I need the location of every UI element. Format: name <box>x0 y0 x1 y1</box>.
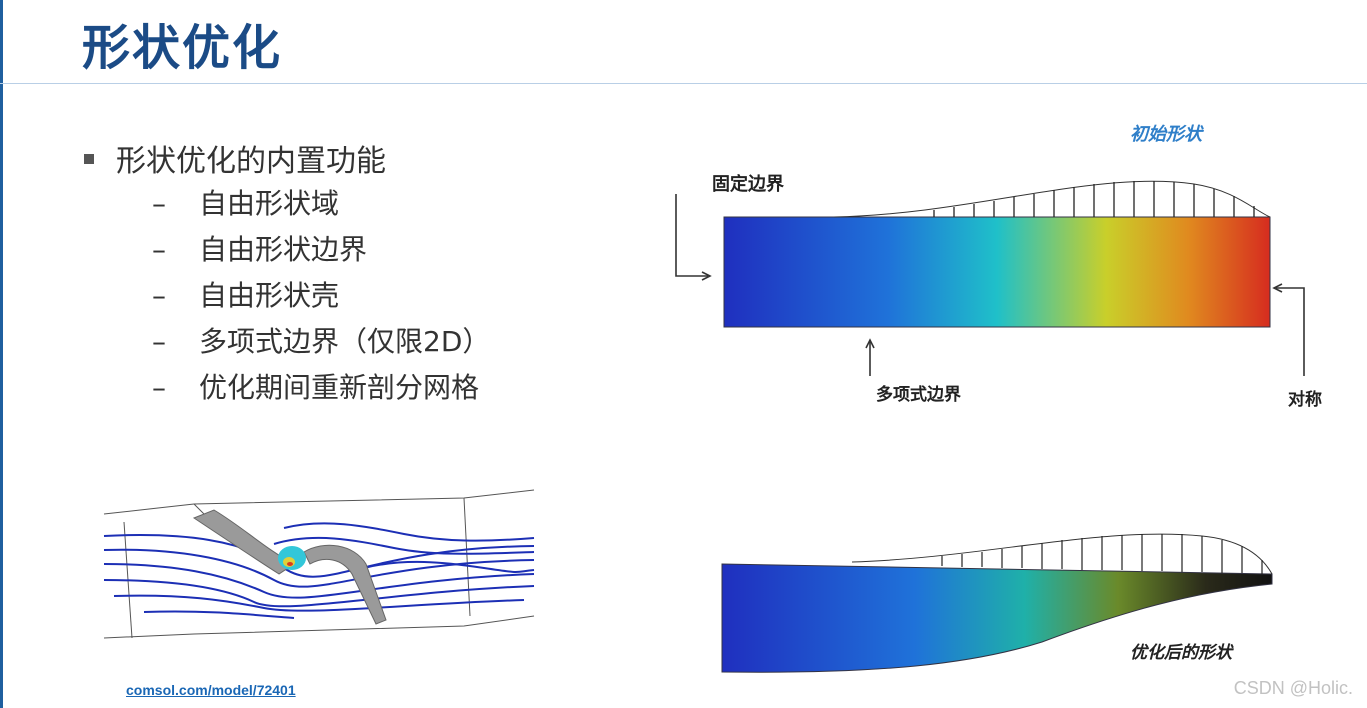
initial-shape-diagram <box>675 180 1305 376</box>
main-bullet-text: 形状优化的内置功能 <box>116 144 386 179</box>
main-bullet: 形状优化的内置功能 <box>84 136 386 180</box>
dash-icon: – <box>152 279 166 312</box>
symmetry-label: 对称 <box>1288 390 1322 409</box>
watermark: CSDN @Holic. <box>1233 678 1353 698</box>
fixed-boundary-label: 固定边界 <box>712 174 784 194</box>
list-item: –多项式边界（仅限2D） <box>152 325 491 358</box>
list-item: –自由形状边界 <box>152 233 368 266</box>
feature-list: –自由形状域 –自由形状边界 –自由形状壳 –多项式边界（仅限2D） –优化期间… <box>152 186 490 416</box>
title-divider <box>0 83 1367 84</box>
optimized-shape-label: 优化后的形状 <box>1130 643 1232 662</box>
page-title: 形状优化 <box>82 20 283 76</box>
dash-icon: – <box>152 187 166 220</box>
square-bullet-icon <box>84 153 94 164</box>
dash-icon: – <box>152 325 166 358</box>
list-item: –自由形状域 <box>152 187 340 220</box>
polynomial-boundary-label: 多项式边界 <box>876 385 961 404</box>
optimized-shape-diagram <box>721 533 1273 673</box>
list-item: –优化期间重新剖分网格 <box>152 371 480 404</box>
dash-icon: – <box>152 371 166 404</box>
initial-shape-label: 初始形状 <box>1130 124 1202 144</box>
slide-left-accent <box>0 0 3 708</box>
model-link[interactable]: comsol.com/model/72401 <box>126 682 296 698</box>
dash-icon: – <box>152 233 166 266</box>
flow-simulation-image <box>103 489 535 639</box>
list-item: –自由形状壳 <box>152 279 340 312</box>
